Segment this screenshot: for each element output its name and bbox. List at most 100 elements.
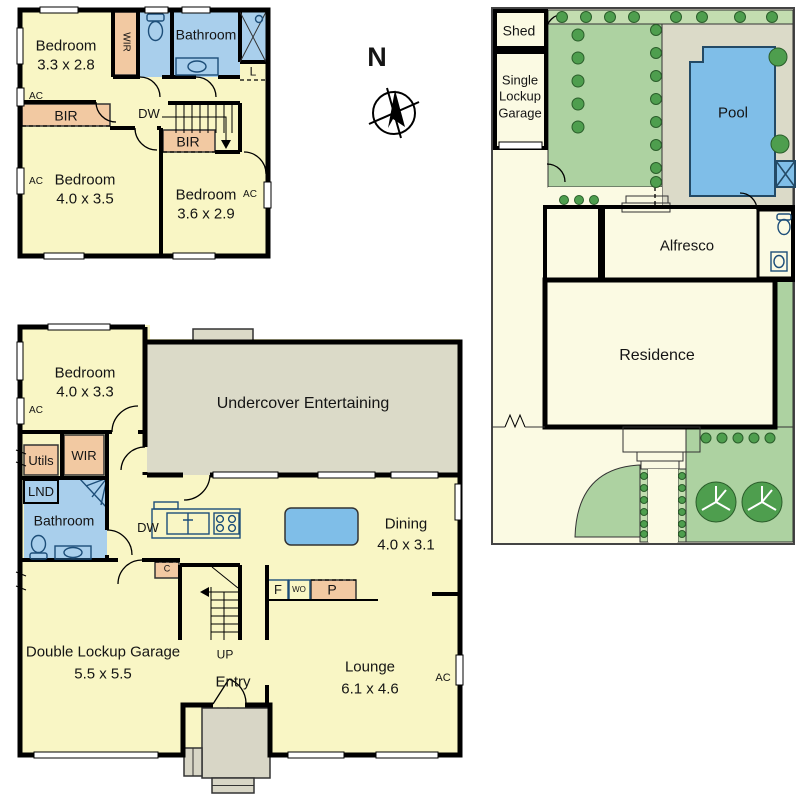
toilet-bowl (30, 534, 47, 554)
pool (689, 46, 776, 197)
ac-label: AC (29, 90, 43, 102)
rear-lawn (547, 23, 663, 188)
shed-label: Shed (502, 22, 536, 39)
first-floor-exterior-wall (17, 7, 271, 259)
wir-label: WIR (120, 32, 132, 52)
bathroom-label: Bathroom (33, 512, 95, 529)
basin (63, 546, 83, 559)
ground-bedroom-name: Bedroom (54, 364, 116, 382)
garage-dims: 5.5 x 5.5 (74, 665, 132, 683)
shrubs (556, 11, 790, 538)
bedroom2-name: Bedroom (54, 171, 116, 189)
pool-label: Pool (717, 104, 749, 122)
fence-break (504, 413, 526, 429)
toilet-bowl (147, 20, 164, 42)
front-path (648, 469, 678, 542)
lounge-name: Lounge (344, 658, 396, 676)
first-floor-windows (16, 6, 272, 260)
bedroom3-dims: 3.6 x 2.9 (177, 205, 235, 223)
dining-table (284, 507, 359, 546)
ground-interior-walls (20, 430, 460, 705)
lawns (547, 23, 794, 543)
north-label: N (367, 42, 387, 73)
compass (368, 87, 420, 139)
ac-label: AC (29, 404, 43, 416)
first-floor-stairs-down (162, 105, 233, 149)
vanity (175, 57, 219, 76)
bedroom1-dims: 3.3 x 2.8 (37, 56, 95, 74)
bath-tap (254, 14, 264, 24)
undercover-area (147, 342, 460, 475)
stairs-arrowhead (221, 140, 231, 149)
utils-closet (23, 444, 59, 476)
pantry-label: P (327, 581, 337, 598)
first-floor-interior-walls (20, 10, 266, 254)
compass-needle (388, 90, 405, 128)
entry-label: Entry (215, 673, 251, 691)
up-label: UP (216, 647, 234, 662)
filter-cross (775, 160, 796, 188)
residence-label: Residence (619, 347, 695, 364)
stairs-arrowhead (200, 587, 209, 597)
wir-closet (63, 434, 105, 476)
single-garage-label: Single Lockup Garage (498, 72, 542, 121)
ground-windows (16, 323, 464, 759)
wall-break-marks (15, 449, 27, 591)
basin (187, 60, 207, 73)
ac-label: AC (29, 175, 43, 187)
ground-floor-plan (15, 318, 464, 794)
fridge-label: F (274, 581, 282, 597)
ac-unit (16, 397, 25, 425)
first-floor-doors (95, 76, 267, 175)
first-floor-fixtures (146, 13, 219, 76)
dw-label: DW (137, 519, 159, 535)
wir-label: WIR (71, 447, 97, 463)
kitchen-exterior-wall (142, 342, 460, 478)
ac-unit (16, 87, 25, 107)
pool-bath-fixtures (770, 213, 792, 272)
linen-label: L (249, 64, 257, 79)
ground-robes (23, 434, 357, 601)
lounge-dims: 6.1 x 4.6 (341, 680, 399, 698)
front-lawn-curved (574, 464, 641, 538)
bedroom1-name: Bedroom (35, 37, 97, 55)
ground-bedroom-dims: 4.0 x 3.3 (56, 383, 114, 401)
utils-label: Utils (28, 452, 54, 468)
site-plan (491, 7, 796, 545)
first-floor-plan (16, 6, 272, 260)
basin-cabinet (770, 251, 788, 272)
bir-label: BIR (54, 107, 78, 124)
bedroom3-name: Bedroom (175, 186, 237, 204)
vanity (54, 545, 92, 560)
first-floor-wet-areas (138, 12, 266, 77)
basin (773, 254, 785, 269)
closet-label: C (163, 563, 171, 574)
single-garage-door (498, 141, 543, 150)
toilet-bowl (777, 218, 791, 236)
ac-unit (263, 181, 272, 209)
entry-porch (183, 707, 271, 794)
bir-label: BIR (176, 133, 200, 150)
ac-unit (16, 167, 25, 195)
lnd-label: LND (27, 483, 55, 499)
bathroom-label: Bathroom (175, 26, 237, 43)
kitchen-bench (151, 501, 241, 539)
ac-label: AC (243, 188, 257, 200)
dw-label: DW (138, 105, 160, 121)
bedroom2-dims: 4.0 x 3.5 (56, 190, 114, 208)
ac-label: AC (435, 672, 451, 685)
dining-dims: 4.0 x 3.1 (377, 536, 435, 554)
garage-door (33, 751, 159, 759)
undercover-label: Undercover Entertaining (216, 395, 390, 412)
alfresco-label: Alfresco (659, 237, 715, 255)
tree-texture (701, 486, 777, 511)
ground-stairs-up (200, 566, 240, 640)
ground-doors (106, 405, 247, 705)
garage-name: Double Lockup Garage (25, 643, 181, 661)
robe-dashed-lines (22, 79, 266, 153)
ground-bath-fixtures (29, 534, 92, 560)
wall-oven-label: WO (292, 585, 306, 594)
dining-name: Dining (384, 515, 428, 533)
